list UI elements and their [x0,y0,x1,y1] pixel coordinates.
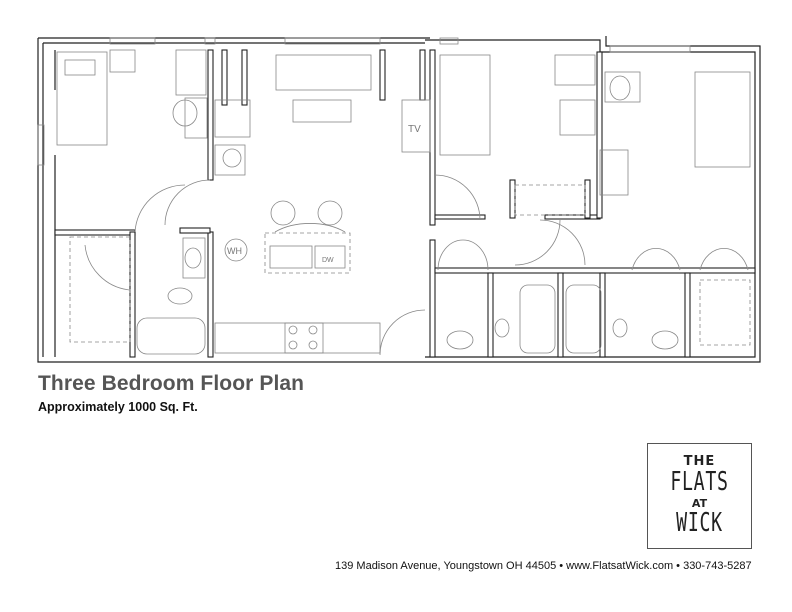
sink [269,245,313,269]
bathtub [565,284,602,354]
desk [554,54,596,86]
logo-line: FLATS [670,467,729,497]
window [109,37,156,45]
side-table [222,148,242,168]
kitchen-counter [264,232,351,274]
square-footage: Approximately 1000 Sq. Ft. [38,400,198,414]
wh-label: WH [227,246,242,256]
window [439,37,459,45]
vanity [182,237,206,279]
dishwasher [314,245,346,269]
nightstand [109,49,136,73]
stove [284,322,324,354]
coffee-table [292,99,352,123]
tv-stand [401,99,431,153]
dw-label: DW [322,257,334,264]
window [609,45,691,53]
interior-walls [54,49,756,358]
sink [446,330,474,350]
closet [514,184,586,216]
toilet [167,287,193,305]
logo-line: THE [683,454,716,469]
closet [69,236,131,343]
sofa [275,54,372,91]
bar-stool [270,200,296,226]
toilet [494,318,510,338]
water-heater [224,238,248,262]
contact-info: 139 Madison Avenue, Youngstown OH 44505 … [335,560,752,572]
window [37,124,45,166]
chair [609,75,631,101]
bed [694,71,751,168]
flats-at-wick-logo: THE FLATS AT WICK [647,443,752,549]
bed [439,54,491,156]
sink [651,330,679,350]
doors [84,174,749,356]
bathtub [519,284,556,354]
logo-line: WICK [676,508,723,538]
bar-stool [317,200,343,226]
desk [604,71,641,103]
dresser [184,97,208,139]
closet [699,279,751,346]
dresser [599,149,629,196]
logo-line: AT [691,497,708,510]
window [284,37,381,45]
toilet [612,318,628,338]
desk [175,49,207,96]
dresser [559,99,596,136]
bed [56,51,108,146]
window [204,37,216,45]
bar-counter [274,223,346,233]
floor-plan: TV DW WH [37,36,761,363]
armchair [214,99,251,138]
page-title: Three Bedroom Floor Plan [38,372,305,395]
furniture: TV DW WH [56,49,751,355]
exterior-walls [37,36,761,363]
bathtub [136,317,206,355]
kitchen-counter-lower [214,322,381,354]
tv-label: TV [408,124,421,135]
